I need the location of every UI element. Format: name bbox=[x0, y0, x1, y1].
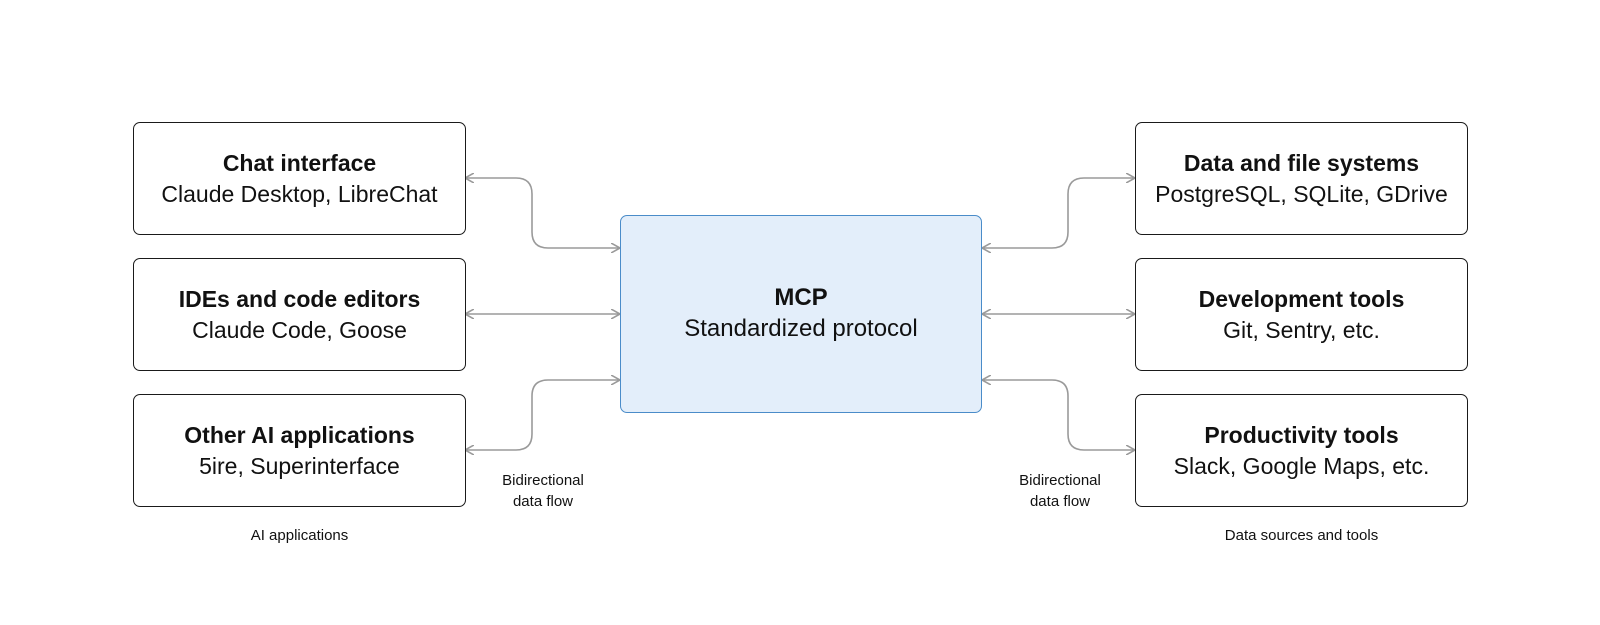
flow-label-left: Bidirectional data flow bbox=[473, 470, 613, 512]
box-ides-code-editors: IDEs and code editors Claude Code, Goose bbox=[133, 258, 466, 371]
flow-label-line: data flow bbox=[512, 493, 574, 510]
box-development-tools: Development tools Git, Sentry, etc. bbox=[1135, 258, 1468, 371]
flow-label-line: data flow bbox=[1029, 493, 1091, 510]
connector-mcp-to-productivity bbox=[982, 380, 1135, 450]
flow-label-line: Bidirectional bbox=[502, 472, 584, 489]
box-chat-interface: Chat interface Claude Desktop, LibreChat bbox=[133, 122, 466, 235]
box-other-ai-applications: Other AI applications 5ire, Superinterfa… bbox=[133, 394, 466, 507]
box-subtitle: Claude Desktop, LibreChat bbox=[161, 180, 438, 207]
box-subtitle: Claude Code, Goose bbox=[192, 316, 407, 343]
mcp-title: MCP bbox=[774, 284, 828, 311]
box-title: Productivity tools bbox=[1204, 421, 1399, 448]
box-title: IDEs and code editors bbox=[178, 285, 421, 312]
box-title: Chat interface bbox=[222, 149, 377, 176]
box-data-file-systems: Data and file systems PostgreSQL, SQLite… bbox=[1135, 122, 1468, 235]
connector-chat-to-mcp bbox=[465, 178, 620, 248]
flow-label-right: Bidirectional data flow bbox=[990, 470, 1130, 512]
flow-label-line: Bidirectional bbox=[1019, 472, 1101, 489]
box-mcp: MCP Standardized protocol bbox=[620, 215, 982, 413]
mcp-subtitle: Standardized protocol bbox=[684, 315, 918, 342]
box-title: Data and file systems bbox=[1183, 149, 1420, 176]
caption-ai-applications: AI applications bbox=[250, 527, 349, 544]
box-title: Other AI applications bbox=[184, 421, 415, 448]
box-productivity-tools: Productivity tools Slack, Google Maps, e… bbox=[1135, 394, 1468, 507]
connector-other-ai-to-mcp bbox=[465, 380, 620, 450]
box-title: Development tools bbox=[1198, 285, 1405, 312]
box-subtitle: PostgreSQL, SQLite, GDrive bbox=[1155, 180, 1448, 207]
box-subtitle: 5ire, Superinterface bbox=[199, 452, 400, 479]
caption-data-sources-tools: Data sources and tools bbox=[1224, 527, 1379, 544]
box-subtitle: Slack, Google Maps, etc. bbox=[1173, 452, 1430, 479]
box-subtitle: Git, Sentry, etc. bbox=[1223, 316, 1380, 343]
connector-mcp-to-data bbox=[982, 178, 1135, 248]
